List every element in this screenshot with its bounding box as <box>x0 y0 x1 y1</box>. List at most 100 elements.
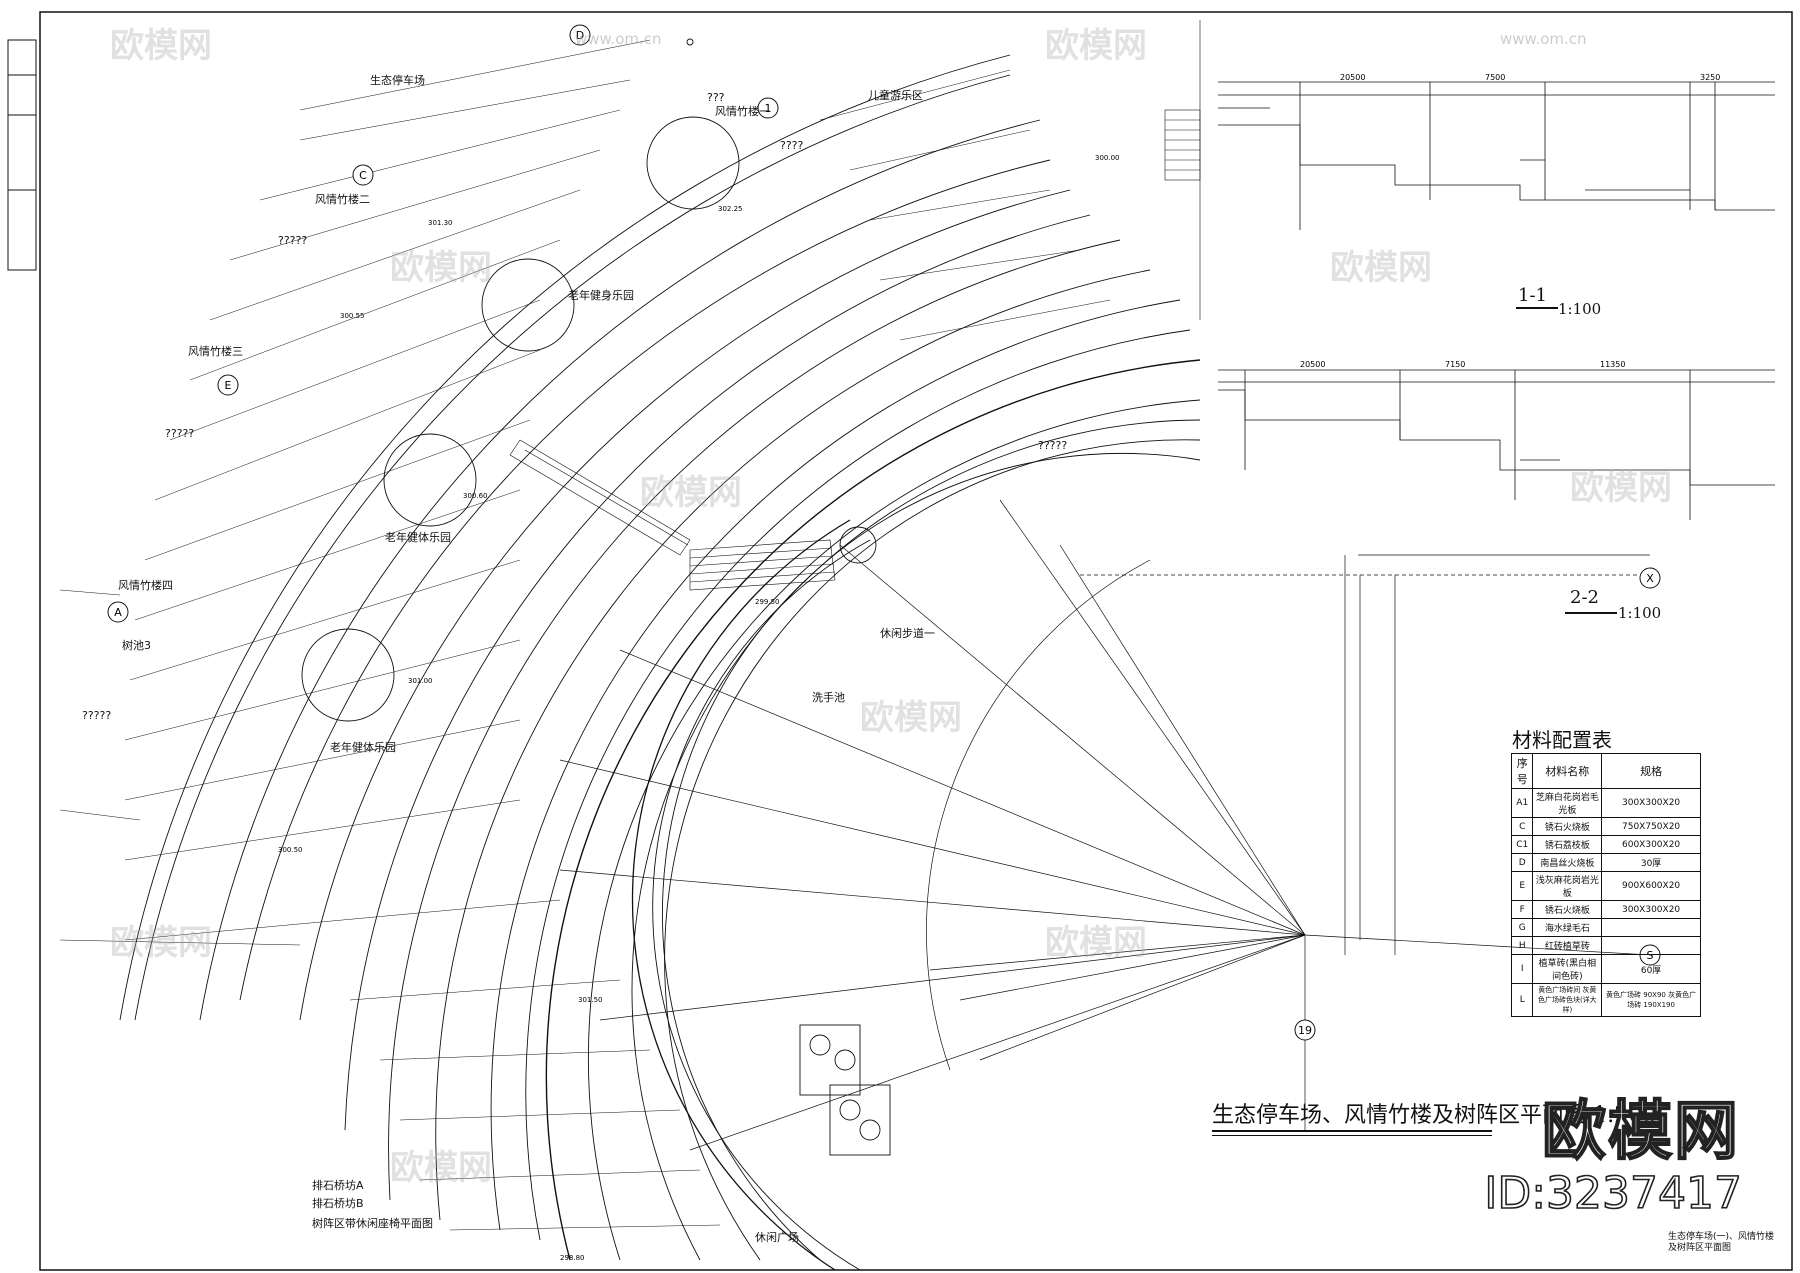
sheet-caption: 生态停车场(一)、风情竹楼 及树阵区平面图 <box>1668 1232 1774 1254</box>
mat-cell-spec: 30厚 <box>1601 853 1701 872</box>
mat-cell-no: H <box>1510 936 1534 955</box>
section-1-1 <box>1218 81 1775 230</box>
axis-1: 1 <box>765 102 772 115</box>
axis-a: A <box>114 606 122 619</box>
label-tree-pool: 树池3 <box>122 639 151 652</box>
section-2-2 <box>1218 369 1775 520</box>
mat-cell-spec: 60厚 <box>1601 954 1701 984</box>
mat-header-spec: 规格 <box>1601 753 1701 789</box>
label-q5: ??? <box>707 91 725 104</box>
watermark-faint-6: 欧模网 <box>1570 468 1672 508</box>
watermark-faint-2: 欧模网 <box>1045 26 1147 66</box>
section-1-scale: 1:100 <box>1558 300 1602 318</box>
watermark-faint-4: 欧模网 <box>1330 248 1432 288</box>
mat-cell-name: 芝麻白花岗岩毛光板 <box>1532 788 1603 818</box>
title-underline-thin <box>1212 1135 1492 1136</box>
title-strip <box>7 39 37 271</box>
label-q3: ????? <box>82 709 112 722</box>
sec2-dim-3: 11350 <box>1600 360 1625 369</box>
sheet-border <box>39 11 1793 1271</box>
mat-cell-no: I <box>1510 954 1534 984</box>
label-bamboo-1: 风情竹楼一 <box>715 105 770 118</box>
watermark-brand: 欧模网 <box>1541 1094 1740 1170</box>
label-hand-wash: 洗手池 <box>812 691 845 704</box>
mat-cell-spec <box>1601 918 1701 937</box>
label-q4: ???? <box>780 139 804 152</box>
mat-cell-no: C1 <box>1510 835 1534 854</box>
mat-cell-name: 浅灰麻花岗岩光板 <box>1532 871 1603 901</box>
mat-cell-spec: 600X300X20 <box>1601 835 1701 854</box>
label-q2: ????? <box>165 427 195 440</box>
elev-10: 301.50 <box>578 996 603 1004</box>
label-eco-parking: 生态停车场 <box>370 74 425 87</box>
title-underline <box>1212 1130 1492 1132</box>
sec2-dim-1: 20500 <box>1300 360 1325 369</box>
watermark-url-1: www.om.cn <box>575 30 662 48</box>
mat-cell-name: 南昌丝火烧板 <box>1532 853 1603 872</box>
stairs-top <box>1164 20 1201 320</box>
drawing-title-text: 生态停车场、风情竹楼及树阵区平面图 <box>1212 1103 1587 1128</box>
label-stone-1: 排石桥坊A <box>312 1179 364 1192</box>
mat-cell-no: L <box>1510 983 1534 1017</box>
mat-cell-no: C <box>1510 817 1534 836</box>
drawing-title: 生态停车场、风情竹楼及树阵区平面图 1:200 <box>1212 1097 1656 1129</box>
elev-8: 301.00 <box>408 677 433 685</box>
elev-2: 299.50 <box>755 598 780 606</box>
label-elderly-1: 老年健身乐园 <box>568 289 634 302</box>
sheet-caption-line1: 生态停车场(一)、风情竹楼 <box>1668 1232 1775 1242</box>
section-2-label: 2-2 <box>1570 587 1599 608</box>
mat-header-no: 序号 <box>1510 753 1534 789</box>
radial-lines <box>559 499 1306 1151</box>
material-table-title: 材料配置表 <box>1512 728 1612 752</box>
axis-letters: D C 1 E A X S 19 <box>114 29 1654 1037</box>
sec1-dim-3: 3250 <box>1700 73 1720 82</box>
axis-c: C <box>359 169 367 182</box>
drawing-title-scale: 1:200 <box>1593 1103 1657 1128</box>
watermark-faint-9: 欧模网 <box>1045 923 1147 963</box>
mat-cell-name: 植草砖(黑白相间色砖) <box>1532 954 1603 984</box>
label-q6: ????? <box>1038 439 1068 452</box>
mat-cell-name: 锈石火烧板 <box>1532 817 1603 836</box>
watermark-faint-8: 欧模网 <box>110 923 212 963</box>
axis-e: E <box>225 379 232 392</box>
elev-9: 300.60 <box>463 492 488 500</box>
mat-cell-spec: 300X300X20 <box>1601 788 1701 818</box>
watermark-faint-1: 欧模网 <box>110 26 212 66</box>
mat-cell-name: 红砖植草砖 <box>1532 936 1603 955</box>
section-1-label: 1-1 <box>1518 285 1547 306</box>
tree-circles <box>301 38 877 722</box>
mat-cell-spec: 黄色广场砖 90X90 灰黄色广场砖 190X190 <box>1601 983 1701 1017</box>
label-xiu-area: 休闲广场 <box>755 1231 799 1244</box>
watermark-faint-3: 欧模网 <box>390 248 492 288</box>
label-bottom: 树阵区带休闲座椅平面图 <box>312 1217 433 1230</box>
fan-arc <box>926 554 1651 1130</box>
axis-19: 19 <box>1298 1024 1312 1037</box>
sec1-dim-1: 20500 <box>1340 73 1365 82</box>
label-bamboo-3: 风情竹楼三 <box>188 345 243 358</box>
elev-1: 300.55 <box>340 312 365 320</box>
sec1-dim-2: 7500 <box>1485 73 1505 82</box>
label-q1: ????? <box>278 234 308 247</box>
watermark-url-2: www.om.cn <box>1500 30 1587 48</box>
radial-dividers <box>59 39 1111 1231</box>
mat-cell-no: F <box>1510 900 1534 919</box>
mat-cell-name: 黄色广场砖间 灰黄色广场砖色块(详大样) <box>1532 983 1603 1017</box>
label-bamboo-2: 风情竹楼二 <box>315 193 370 206</box>
elev-6: 300.50 <box>278 846 303 854</box>
arc-plan <box>119 54 1201 1271</box>
watermark-faint-10: 欧模网 <box>390 1148 492 1188</box>
axis-bubbles <box>107 24 1661 1041</box>
label-kids-area: 儿童游乐区 <box>868 89 923 102</box>
elev-7: 298.80 <box>560 1254 585 1262</box>
mat-cell-spec: 900X600X20 <box>1601 871 1701 901</box>
